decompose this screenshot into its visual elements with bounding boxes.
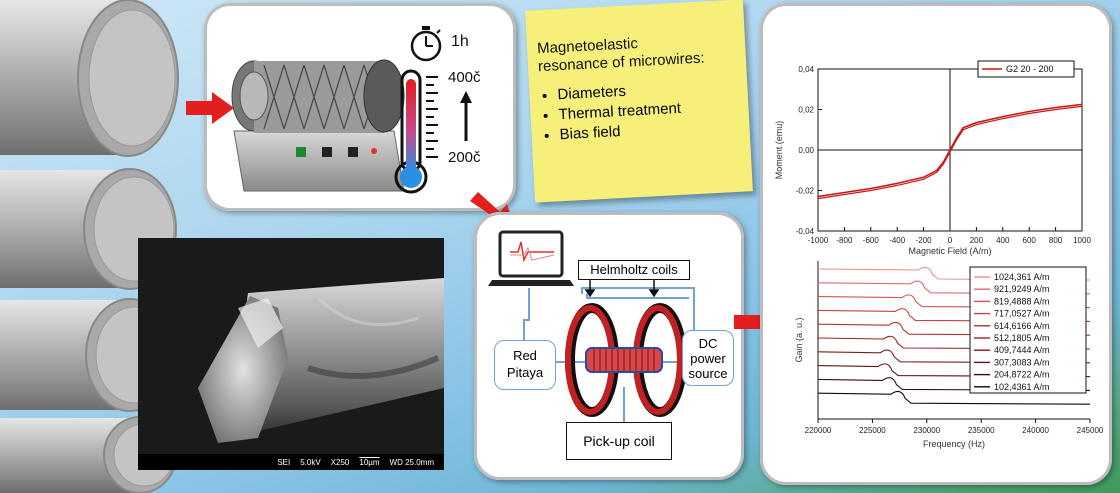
sem-info-magnification: X250 (330, 457, 350, 467)
hysteresis-ytick-label: -0,02 (796, 187, 815, 196)
hysteresis-xlabel: Magnetic Field (A/m) (908, 246, 991, 256)
temp-low-label: 200č (448, 149, 481, 166)
sem-micrograph: SEI 5.0kV X250 10µm WD 25.0mm (138, 238, 444, 470)
pickup-coil-box: Pick-up coil (566, 422, 672, 460)
dc-source-box: DC power source (682, 330, 734, 386)
gain-curve (817, 390, 1091, 405)
setup-diagram (488, 230, 695, 422)
hysteresis-ytick-label: -0,04 (796, 227, 815, 236)
sem-info-voltage: 5.0kV (300, 457, 321, 467)
hysteresis-legend-box (977, 60, 1075, 78)
hysteresis-xtick-label: -1000 (808, 236, 829, 245)
treatment-time: 1h (451, 33, 469, 50)
hysteresis-xtick-label: 1000 (1073, 236, 1091, 245)
hysteresis-xtick-label: 600 (1023, 236, 1037, 245)
note-list: Diameters Thermal treatment Bias field (537, 79, 682, 146)
gain-legend-label: 204,8722 A/m (994, 370, 1050, 380)
setup-panel: Helmholtz coils Red Pitaya DC power sour… (474, 212, 744, 480)
hysteresis-xtick-label: -400 (889, 236, 906, 245)
stopwatch-icon (410, 26, 442, 62)
cylinder-1 (0, 0, 179, 157)
helmholtz-label: Helmholtz coils (590, 262, 678, 277)
dc-line3: source (688, 366, 728, 381)
hysteresis-xtick-label: -200 (916, 236, 933, 245)
gain-legend-label: 614,6166 A/m (994, 321, 1050, 331)
gain-legend-label: 819,4888 A/m (994, 296, 1050, 306)
gain-ylabel: Gain (a. u.) (794, 317, 804, 362)
gain-curve (817, 321, 1091, 336)
tube-furnace-image (231, 59, 405, 192)
hysteresis-curve-branch2 (817, 105, 1083, 200)
gain-legend-label: 102,4361 A/m (994, 382, 1050, 392)
sem-info-wd: WD 25.0mm (389, 457, 434, 467)
gain-legend-label: 717,0527 A/m (994, 309, 1050, 319)
laptop-icon (488, 230, 574, 286)
gain-curve (817, 266, 1091, 281)
hysteresis-curve-branch1 (817, 103, 1083, 198)
hysteresis-xtick-label: 400 (996, 236, 1010, 245)
arrow-up-icon (460, 91, 472, 141)
hysteresis-ytick-label: 0,00 (798, 146, 814, 155)
gain-xtick-label: 230000 (913, 426, 940, 435)
red-pitaya-line1: Red (513, 348, 537, 363)
pickup-coil-graphic (585, 347, 663, 373)
gain-chart: 220000 225000 230000 235000 240000 245000Freq… (794, 261, 1104, 449)
results-charts: 0,04 0,02 0,00 -0,02 -0,04-1000 -800 -600 -400 -… (774, 60, 1104, 449)
pickup-coil-label: Pick-up coil (583, 433, 655, 449)
hysteresis-xtick-label: -800 (836, 236, 853, 245)
sem-info-detector: SEI (277, 457, 291, 467)
gain-xtick-label: 235000 (968, 426, 995, 435)
gain-legend-label: 409,7444 A/m (994, 345, 1050, 355)
gain-xtick-label: 220000 (805, 426, 832, 435)
gain-curve (817, 280, 1091, 295)
dc-line1: DC (698, 336, 718, 351)
hysteresis-xtick-label: 0 (948, 236, 953, 245)
gain-curve (817, 308, 1091, 322)
gain-xlabel: Frequency (Hz) (923, 439, 985, 449)
hysteresis-ytick-label: 0,02 (798, 106, 814, 115)
thermometer-icon (394, 69, 438, 194)
temp-high-label: 400č (448, 69, 481, 86)
sem-info-scale: 10µm (359, 457, 380, 467)
gain-curve (817, 335, 1091, 350)
arrow-to-oven (186, 92, 234, 124)
hysteresis-xtick-label: 200 (970, 236, 984, 245)
gain-xtick-label: 240000 (1022, 426, 1049, 435)
hysteresis-xtick-label: 800 (1049, 236, 1063, 245)
gain-xtick-label: 225000 (859, 426, 886, 435)
helmholtz-label-box: Helmholtz coils (578, 260, 690, 280)
gain-legend-label: 512,1805 A/m (994, 333, 1050, 343)
gain-curve (817, 363, 1091, 378)
hysteresis-legend-label: G2 20 - 200 (1006, 64, 1054, 74)
sem-info-bar: SEI 5.0kV X250 10µm WD 25.0mm (138, 454, 444, 470)
sem-wire-image (138, 238, 444, 470)
note-title: Magnetoelastic resonance of microwires: (537, 32, 705, 77)
hysteresis-chart: 0,04 0,02 0,00 -0,02 -0,04-1000 -800 -600 -400 -… (774, 60, 1091, 256)
results-panel: 0,04 0,02 0,00 -0,02 -0,04-1000 -800 -600 -400 -… (760, 3, 1112, 485)
hysteresis-ytick-label: 0,04 (798, 65, 814, 74)
gain-curve (817, 294, 1091, 309)
red-pitaya-box: Red Pitaya (494, 340, 556, 390)
gain-legend-label: 1024,361 A/m (994, 272, 1050, 282)
hysteresis-ylabel: Moment (emu) (774, 121, 784, 180)
dc-line2: power (690, 351, 726, 366)
oven-panel: 1h 400č (204, 3, 516, 211)
hysteresis-xtick-label: -600 (863, 236, 880, 245)
gain-legend-label: 307,3083 A/m (994, 357, 1050, 367)
gain-xtick-label: 245000 (1077, 426, 1104, 435)
gain-curve (817, 377, 1091, 391)
gain-curve (817, 349, 1091, 364)
red-pitaya-line2: Pitaya (506, 365, 544, 380)
sticky-note: Magnetoelastic resonance of microwires: … (525, 0, 753, 203)
gain-legend-label: 921,9249 A/m (994, 284, 1050, 294)
gain-legend-box (969, 266, 1087, 394)
